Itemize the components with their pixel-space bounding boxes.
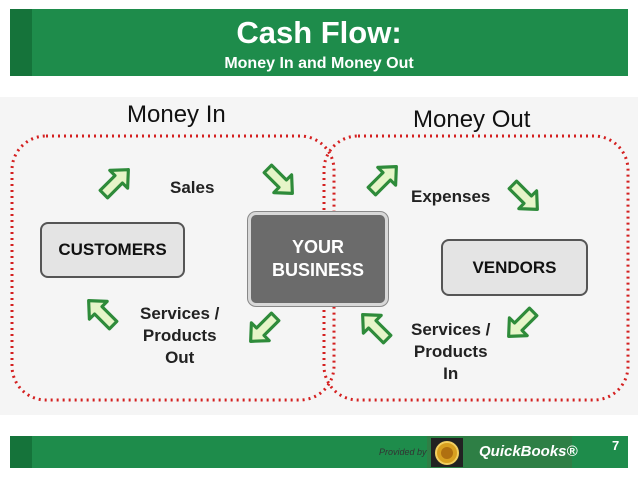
arrow-customers-to-sales-icon (93, 159, 139, 205)
services-products-in-label: Services / Products In (411, 319, 490, 385)
header-bar: Cash Flow: Money In and Money Out (10, 9, 628, 76)
sales-label: Sales (170, 178, 215, 197)
quickbooks-coin-icon (431, 438, 463, 467)
services-in-line3: In (443, 364, 459, 383)
services-out-line3: Out (165, 348, 195, 367)
business-label-line2: BUSINESS (271, 260, 365, 280)
money-in-region (10, 134, 336, 402)
slide-title: Cash Flow: (236, 15, 402, 50)
arrow-expenses-to-vendors-icon (502, 174, 548, 220)
business-label-line1: YOUR (291, 237, 344, 257)
arrow-business-to-services-icon (240, 306, 286, 352)
page-number: 7 (612, 438, 620, 453)
money-out-heading: Money Out (413, 106, 531, 133)
arrow-sales-to-business-icon (257, 158, 303, 204)
money-in-heading: Money In (127, 101, 226, 128)
vendors-label: VENDORS (472, 257, 557, 277)
arrow-business-to-expenses-icon (361, 156, 407, 202)
customers-label: CUSTOMERS (58, 240, 167, 259)
services-products-out-label: Services / Products Out (140, 303, 219, 369)
services-in-line2: Products (413, 342, 488, 361)
arrow-services-to-business-icon (352, 304, 398, 350)
quickbooks-logo-text: QuickBooks® (479, 443, 578, 460)
provided-by-text: Provided by (379, 447, 427, 457)
arrow-services-to-customers-icon (78, 290, 124, 336)
services-out-line2: Products (142, 326, 217, 345)
services-in-line1: Services / (411, 320, 491, 339)
footer-accent-stripe (10, 436, 32, 468)
header-accent-stripe (10, 9, 32, 76)
your-business-box: YOUR BUSINESS (248, 212, 388, 306)
services-out-line1: Services / (140, 304, 220, 323)
vendors-box: VENDORS (441, 239, 588, 296)
arrow-vendors-to-services-icon (498, 301, 544, 347)
expenses-label: Expenses (411, 187, 491, 206)
customers-box: CUSTOMERS (40, 222, 185, 278)
slide-subtitle: Money In and Money Out (224, 55, 414, 72)
